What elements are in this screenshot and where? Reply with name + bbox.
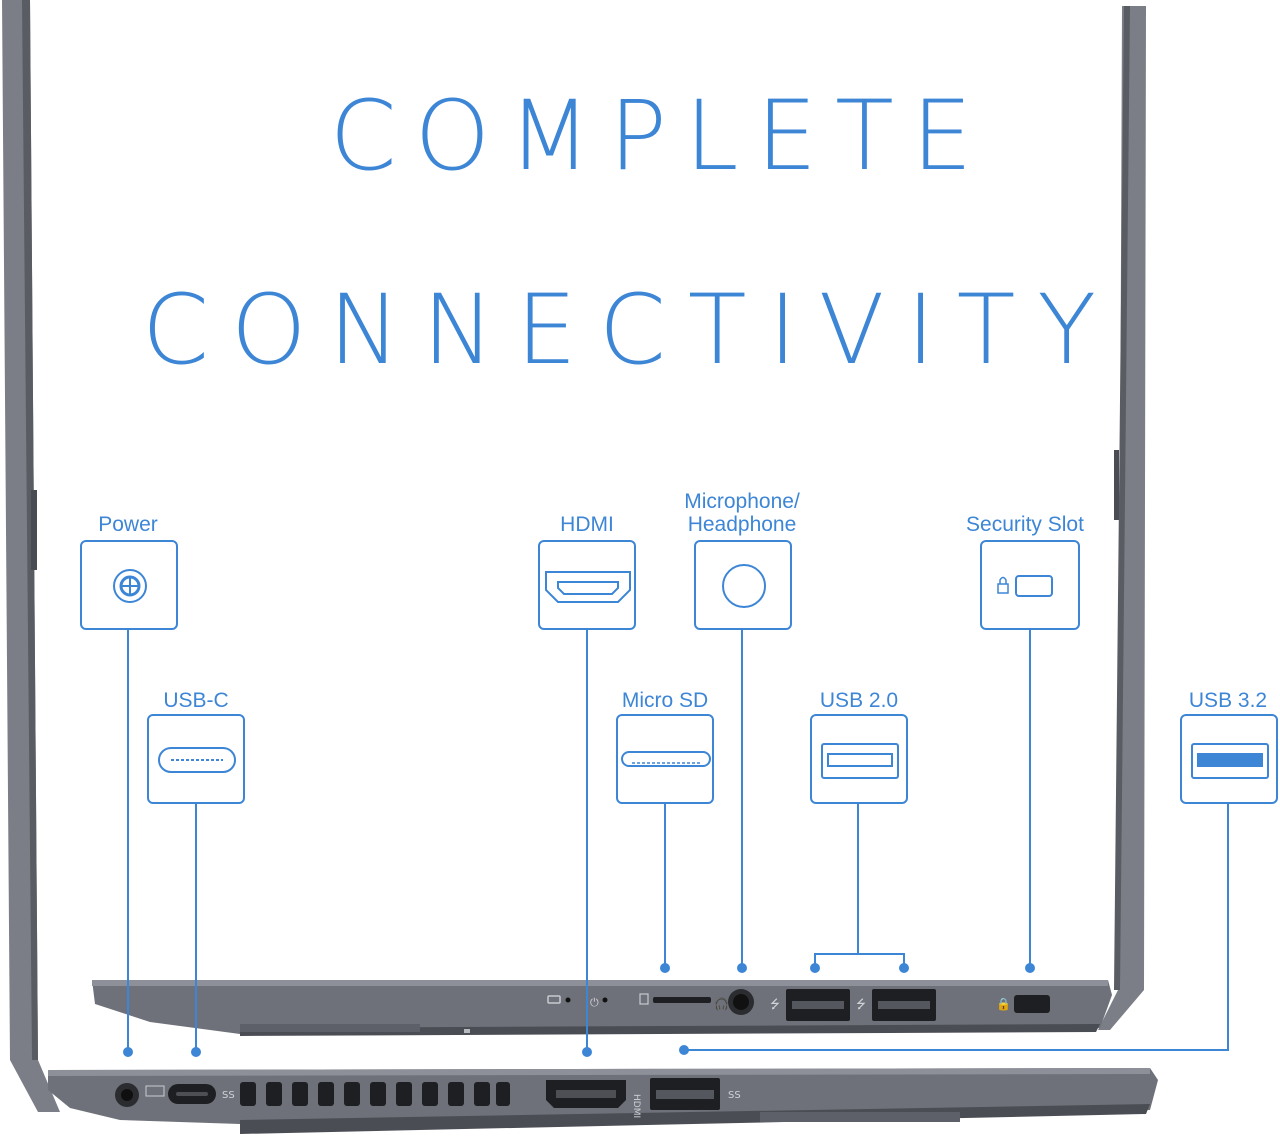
usb-c-label: USB-C [163,689,229,712]
usb-c-callout [147,714,245,804]
headline-line-2: CONNECTIVITY [141,274,1119,386]
audio-jack-icon [722,564,766,608]
svg-text:🔒: 🔒 [996,997,1011,1011]
security-slot-icon [997,575,1053,597]
svg-text:SS: SS [222,1090,235,1101]
usb-3-callout [1180,714,1278,804]
hdmi-callout [538,540,636,630]
security-slot-callout [980,540,1080,630]
svg-text:SS: SS [728,1090,741,1101]
usb-3-label: USB 3.2 [1188,689,1268,712]
micro-sd-slot-icon [621,751,711,767]
connector-lines [127,630,1229,1051]
hdmi-label: HDMI [560,513,614,536]
power-label: Power [98,513,158,536]
security-slot-label: Security Slot [966,513,1084,536]
micro-sd-callout [616,714,714,804]
audio-label-line-2: Headphone [687,513,797,536]
vent-grill [240,1082,510,1106]
connector-dots [123,963,1035,1057]
usb-2-label: USB 2.0 [819,689,899,712]
svg-text:⭍: ⭍ [770,997,780,1011]
hdmi-port-icon [545,571,631,603]
svg-text:🎧: 🎧 [714,997,729,1011]
usb-c-port-icon [158,747,236,773]
lid-left-hinge [31,490,37,570]
svg-text:⏻: ⏻ [590,996,599,1009]
right-side-view [92,980,1112,1034]
micro-sd-label: Micro SD [621,689,709,712]
audio-label-line-1: Microphone/ [684,490,800,513]
usb-3-port-icon [1191,743,1269,779]
usb-2-callout [810,714,908,804]
audio-callout [694,540,792,630]
headline-line-1: COMPLETE [329,80,991,192]
svg-text:HDMI: HDMI [631,1094,641,1118]
power-callout [80,540,178,630]
usb-2-port-icon [821,743,899,779]
power-jack-icon [113,569,147,603]
svg-text:⭍: ⭍ [856,997,866,1011]
